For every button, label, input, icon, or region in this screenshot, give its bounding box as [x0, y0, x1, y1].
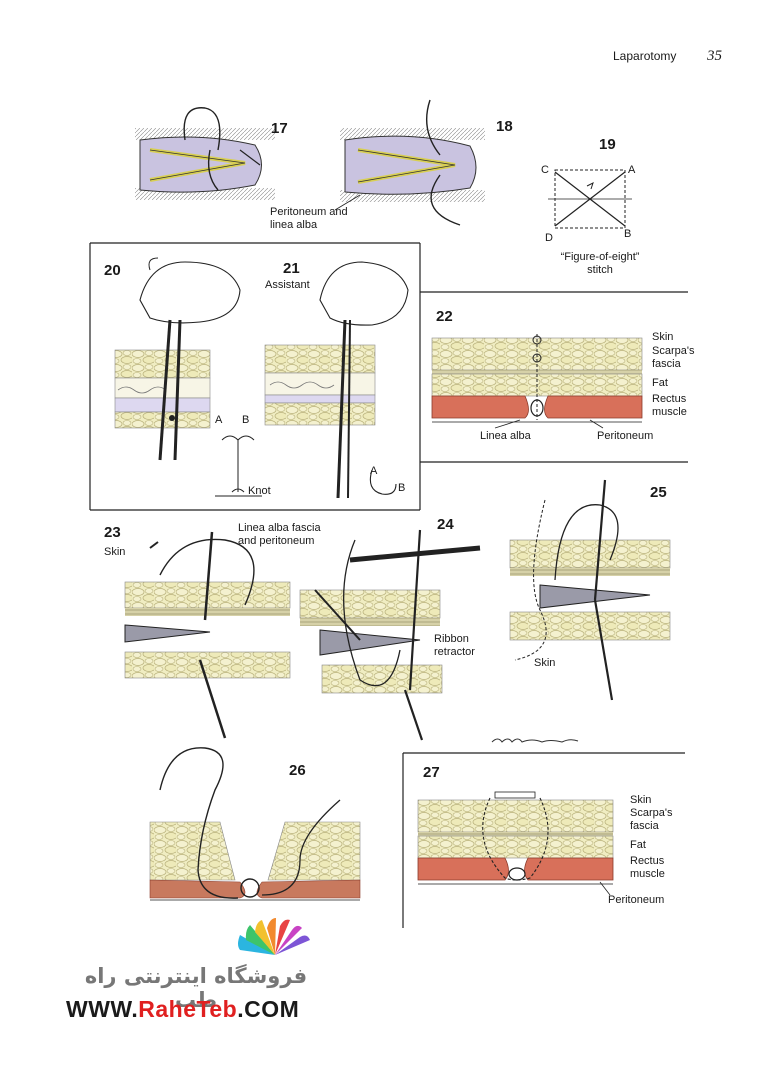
figure-22-layer-rectus: Rectus muscle [652, 393, 687, 418]
watermark-url-prefix: WWW. [66, 996, 139, 1022]
figure-25-drawing [509, 479, 671, 701]
figure-22-number: 22 [436, 308, 453, 325]
figure-24-label-ribbon-retractor: Ribbon retractor [434, 633, 475, 658]
figure-20-label-b: B [242, 414, 250, 426]
figure-27-number: 27 [423, 764, 440, 781]
figure-21-label-assistant: Assistant [265, 279, 310, 291]
figure-19-number: 19 [599, 136, 616, 153]
figure-25-number: 25 [650, 484, 667, 501]
figure-21-label-b: B [398, 482, 406, 494]
figure-20-label-a: A [215, 414, 223, 426]
figure-23-label-linea-alba: Linea alba fascia and peritoneum [238, 522, 321, 547]
figure-23-number: 23 [104, 524, 121, 541]
figure-26-number: 26 [289, 762, 306, 779]
figure-21-drawing [264, 261, 409, 499]
watermark-url: WWW.RaheTeb.COM [66, 996, 299, 1023]
figure-27-layer-fat: Fat [630, 839, 646, 851]
figure-25-label-skin: Skin [534, 657, 556, 669]
figure-23-label-skin: Skin [104, 546, 126, 558]
figure-18-label: Peritoneum and linea alba [270, 206, 348, 231]
figure-19-diagram [548, 169, 632, 229]
figure-17-number: 17 [271, 120, 288, 137]
figure-22-layer-fat: Fat [652, 377, 668, 389]
figure-27-layer-rectus: Rectus muscle [630, 855, 665, 880]
figure-22-drawing [420, 291, 688, 463]
figure-26-drawing [149, 747, 361, 901]
watermark-persian-text: فروشگاه اینترنتی راه طب [84, 964, 308, 1012]
figure-20-label-knot: Knot [248, 485, 271, 497]
figure-27-drawing [402, 752, 685, 928]
figure-24-drawing [299, 529, 481, 741]
figure-19-caption: “Figure-of-eight” stitch [560, 251, 640, 276]
figure-22-layer-peritoneum: Peritoneum [597, 430, 654, 442]
figure-22-label-linea-alba: Linea alba [480, 430, 531, 442]
running-header: Laparotomy [613, 49, 677, 63]
figure-20-number: 20 [104, 262, 121, 279]
figure-19-corner-d: D [545, 232, 553, 244]
raheteb-fan-logo-icon [238, 918, 310, 955]
figure-19-corner-a: A [628, 164, 636, 176]
figure-22-layer-scarpa: Scarpa's fascia [652, 345, 695, 370]
figure-20-21-frame [89, 242, 421, 511]
figure-18-number: 18 [496, 118, 513, 135]
figure-19-corner-b: B [624, 228, 632, 240]
figure-18-drawing [334, 99, 485, 226]
figure-21-number: 21 [283, 260, 300, 277]
figure-19-corner-c: C [541, 164, 549, 176]
artist-signature [491, 738, 579, 743]
figure-21-label-a: A [370, 465, 378, 477]
figure-17-drawing [135, 107, 275, 200]
figure-23-drawing [124, 531, 291, 739]
figure-27-layer-scarpa: Scarpa's fascia [630, 807, 673, 832]
figure-27-layer-peritoneum: Peritoneum [608, 894, 665, 906]
page-number: 35 [707, 48, 722, 64]
figure-24-number: 24 [437, 516, 454, 533]
watermark-url-suffix: .COM [237, 996, 300, 1022]
figure-27-layer-skin: Skin [630, 794, 652, 806]
figure-22-layer-skin: Skin [652, 331, 674, 343]
figure-20-drawing [114, 257, 262, 497]
watermark-url-brand: RaheTeb [138, 996, 238, 1022]
